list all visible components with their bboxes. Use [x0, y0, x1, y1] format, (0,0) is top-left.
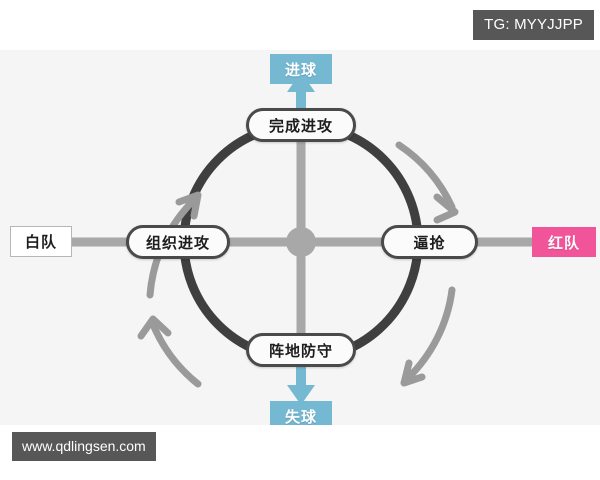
center-hub-circle — [286, 227, 316, 257]
goal-conceded-arrow-head-icon — [287, 385, 315, 405]
arrow-upper-right-icon — [395, 141, 456, 211]
goal-scored-arrow-shaft — [296, 86, 306, 116]
outcome-goal-scored: 进球 — [270, 54, 332, 84]
arrow-lower-left-head-icon — [137, 315, 172, 340]
arrow-lower-right-icon — [403, 286, 456, 383]
node-positional-defense[interactable]: 阵地防守 — [246, 333, 356, 367]
label-red-team: 红队 — [532, 227, 596, 257]
arrow-upper-left-head-icon — [175, 191, 202, 220]
site-watermark: www.qdlingsen.com — [12, 432, 156, 461]
arrow-upper-right-head-icon — [433, 193, 459, 224]
arrow-lower-left-icon — [148, 318, 202, 388]
football-game-cycle-diagram: 完成进攻 逼抢 阵地防守 组织进攻 进球 失球 白队 红队 — [0, 50, 600, 425]
goal-conceded-arrow-shaft — [296, 361, 306, 391]
arrow-lower-right-head-icon — [400, 359, 426, 387]
tg-watermark-badge: TG: MYYJJPP — [473, 10, 594, 40]
node-pressing[interactable]: 逼抢 — [381, 225, 478, 259]
label-white-team: 白队 — [10, 226, 72, 257]
outcome-goal-conceded: 失球 — [270, 401, 332, 425]
node-organize-attack[interactable]: 组织进攻 — [126, 225, 230, 259]
node-complete-attack[interactable]: 完成进攻 — [246, 108, 356, 142]
diagram-graphics — [62, 72, 538, 405]
